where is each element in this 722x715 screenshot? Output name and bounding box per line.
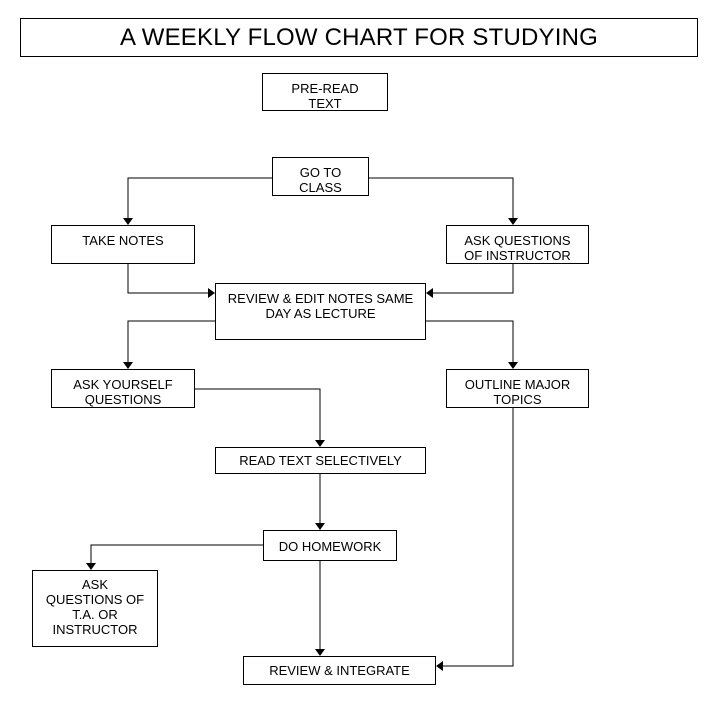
node-review-edit-notes: REVIEW & EDIT NOTES SAME DAY AS LECTURE bbox=[215, 283, 426, 340]
node-take-notes: TAKE NOTES bbox=[51, 225, 195, 264]
node-pre-read-text: PRE-READ TEXT bbox=[262, 73, 388, 111]
arrowhead bbox=[208, 288, 215, 298]
node-outline-major-topics: OUTLINE MAJOR TOPICS bbox=[446, 369, 589, 408]
arrowhead bbox=[508, 218, 518, 225]
arrowhead bbox=[123, 218, 133, 225]
arrowhead bbox=[315, 440, 325, 447]
node-review-and-integrate: REVIEW & INTEGRATE bbox=[243, 656, 436, 685]
node-go-to-class: GO TO CLASS bbox=[272, 157, 369, 196]
node-ask-yourself-questions: ASK YOURSELF QUESTIONS bbox=[51, 369, 195, 408]
connector-class-to-notes bbox=[127, 177, 272, 218]
connector-notes-to-review bbox=[127, 264, 208, 294]
diagram-title: A WEEKLY FLOW CHART FOR STUDYING bbox=[20, 18, 698, 57]
node-ask-questions-of-ta: ASK QUESTIONS OF T.A. OR INSTRUCTOR bbox=[32, 570, 158, 647]
connector-review-to-ask-yourself bbox=[127, 320, 215, 362]
arrowhead bbox=[123, 362, 133, 369]
connector-homework-to-ask-ta bbox=[90, 544, 263, 563]
arrowhead bbox=[315, 523, 325, 530]
node-read-text-selectively: READ TEXT SELECTIVELY bbox=[215, 447, 426, 474]
node-ask-questions-of-instructor: ASK QUESTIONS OF INSTRUCTOR bbox=[446, 225, 589, 264]
connector-outline-to-integrate bbox=[443, 408, 514, 667]
arrowhead bbox=[315, 649, 325, 656]
connector-class-to-ask-instructor bbox=[369, 177, 514, 218]
connector-review-to-outline bbox=[426, 320, 514, 362]
node-do-homework: DO HOMEWORK bbox=[263, 530, 397, 561]
arrowhead bbox=[436, 661, 443, 671]
connector-ask-yourself-to-read bbox=[195, 388, 321, 440]
connector-ask-instructor-to-review bbox=[433, 264, 514, 294]
arrowhead bbox=[86, 563, 96, 570]
arrowhead bbox=[508, 362, 518, 369]
arrowhead bbox=[426, 288, 433, 298]
